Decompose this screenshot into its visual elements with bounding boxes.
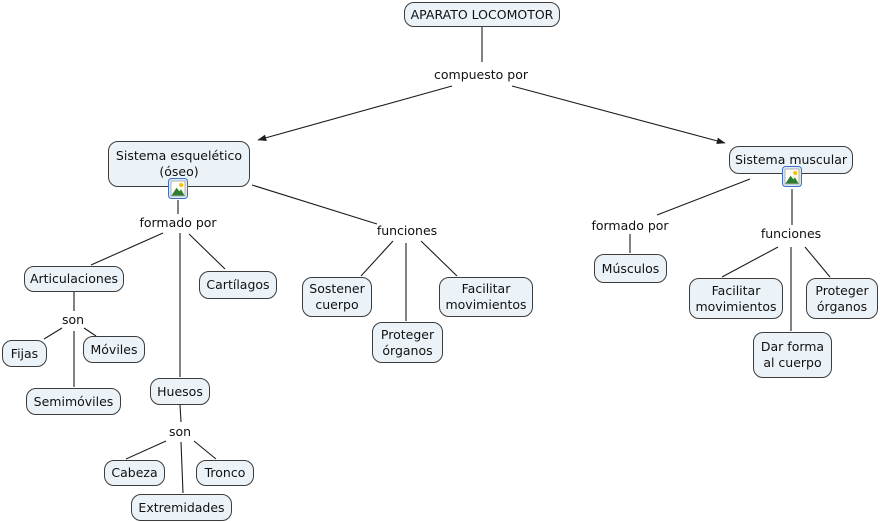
concept-dar-forma-al-cuerpo[interactable]: Dar forma al cuerpo [753, 332, 832, 378]
concept-huesos[interactable]: Huesos [150, 378, 210, 405]
linking-phrase-funciones-esqueletico[interactable]: funciones [376, 223, 438, 238]
link-esqueletico-formado-por [90, 200, 226, 377]
linking-phrase-formado-por-esqueletico[interactable]: formado por [139, 215, 217, 230]
link-esqueletico-funciones [251, 184, 458, 321]
link-articulaciones-son [43, 292, 97, 387]
link-muscular-funciones [721, 189, 831, 331]
concept-tronco[interactable]: Tronco [196, 460, 254, 486]
concept-articulaciones[interactable]: Articulaciones [24, 266, 124, 292]
linking-phrase-son-articulaciones[interactable]: son [61, 312, 85, 327]
concept-moviles[interactable]: Móviles [83, 336, 145, 363]
concept-cartilagos[interactable]: Cartílagos [199, 271, 277, 299]
link-aparato-compuesto-por [257, 27, 726, 145]
concept-proteger-organos-esqueletico[interactable]: Proteger órganos [372, 322, 443, 363]
image-resource-icon[interactable] [168, 178, 188, 199]
concept-aparato-locomotor[interactable]: APARATO LOCOMOTOR [404, 2, 560, 27]
link-muscular-formado-por [629, 178, 751, 253]
concept-facilitar-movimientos-muscular[interactable]: Facilitar movimientos [689, 278, 783, 319]
image-resource-icon[interactable] [782, 166, 802, 187]
concept-cabeza[interactable]: Cabeza [104, 460, 165, 486]
concept-extremidades[interactable]: Extremidades [131, 494, 232, 521]
concept-fijas[interactable]: Fijas [2, 340, 47, 367]
linking-phrase-funciones-muscular[interactable]: funciones [760, 226, 822, 241]
concept-semimoviles[interactable]: Semimóviles [26, 388, 121, 415]
linking-phrase-formado-por-muscular[interactable]: formado por [591, 218, 669, 233]
concept-proteger-organos-muscular[interactable]: Proteger órganos [806, 278, 878, 319]
concept-facilitar-movimientos-esqueletico[interactable]: Facilitar movimientos [439, 277, 533, 317]
linking-phrase-compuesto-por[interactable]: compuesto por [433, 67, 529, 82]
concept-musculos[interactable]: Músculos [594, 254, 667, 283]
link-huesos-son [125, 404, 217, 494]
concept-sostener-cuerpo[interactable]: Sostener cuerpo [302, 277, 372, 317]
linking-phrase-son-huesos[interactable]: son [168, 424, 192, 439]
